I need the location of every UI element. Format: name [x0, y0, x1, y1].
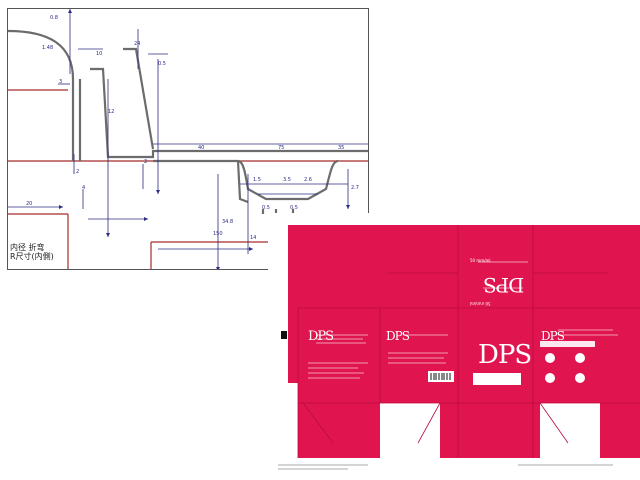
- dim-label: 3: [59, 79, 63, 85]
- brand-logo-right: DPS: [541, 329, 565, 343]
- dim-label: 0.8: [50, 15, 58, 21]
- dim-label: 1.5: [253, 177, 261, 183]
- brand-logo-front: DPS: [478, 340, 532, 370]
- dim-label: 2: [144, 159, 148, 165]
- dim-label: 40: [198, 145, 205, 151]
- top-flap-caption: 50 mm/ml: [470, 258, 491, 263]
- dim-label: 35: [338, 145, 345, 151]
- dim-label: 150: [213, 231, 223, 237]
- dim-label: 2.6: [304, 177, 312, 183]
- note-line-1: 内径 折弯: [10, 243, 45, 252]
- dim-label: 0.5: [262, 205, 270, 211]
- brand-logo-side: DPS: [308, 329, 334, 344]
- brand-logo-back: DPS: [386, 329, 410, 343]
- dieline-artwork: [268, 225, 640, 470]
- dim-label: 2: [76, 169, 80, 175]
- box-dieline-panel: DPS DPS DPS DPS DPS 50 mm/ml 50 mm/ml: [268, 213, 640, 480]
- dim-label: 1.48: [42, 45, 54, 51]
- dim-label: 34.8: [222, 219, 234, 225]
- dim-label: 12: [108, 109, 115, 115]
- top-flap-caption-inverted: 50 mm/ml: [470, 301, 491, 306]
- dim-label: 3.5: [283, 177, 291, 183]
- profile-drawing: [8, 9, 368, 269]
- note-line-2: R尺寸(内側): [10, 252, 54, 261]
- drawing-note: 内径 折弯 R尺寸(内側): [10, 243, 54, 261]
- brand-logo-top-flap: DPS: [484, 273, 525, 297]
- dim-label: 0.5: [158, 61, 166, 67]
- dim-label: 4: [82, 185, 86, 191]
- dim-label: 10: [96, 51, 103, 57]
- dim-label: 20: [26, 201, 33, 207]
- dim-label: 75: [278, 145, 285, 151]
- dim-label: 24: [134, 41, 141, 47]
- dim-label: 0.5: [290, 205, 298, 211]
- dim-label: 14: [250, 235, 257, 241]
- technical-drawing-panel: 0.8 1.48 10 24 12 0.5 40 75 35 150 4 2 2…: [7, 8, 369, 270]
- dim-label: 2.7: [351, 185, 359, 191]
